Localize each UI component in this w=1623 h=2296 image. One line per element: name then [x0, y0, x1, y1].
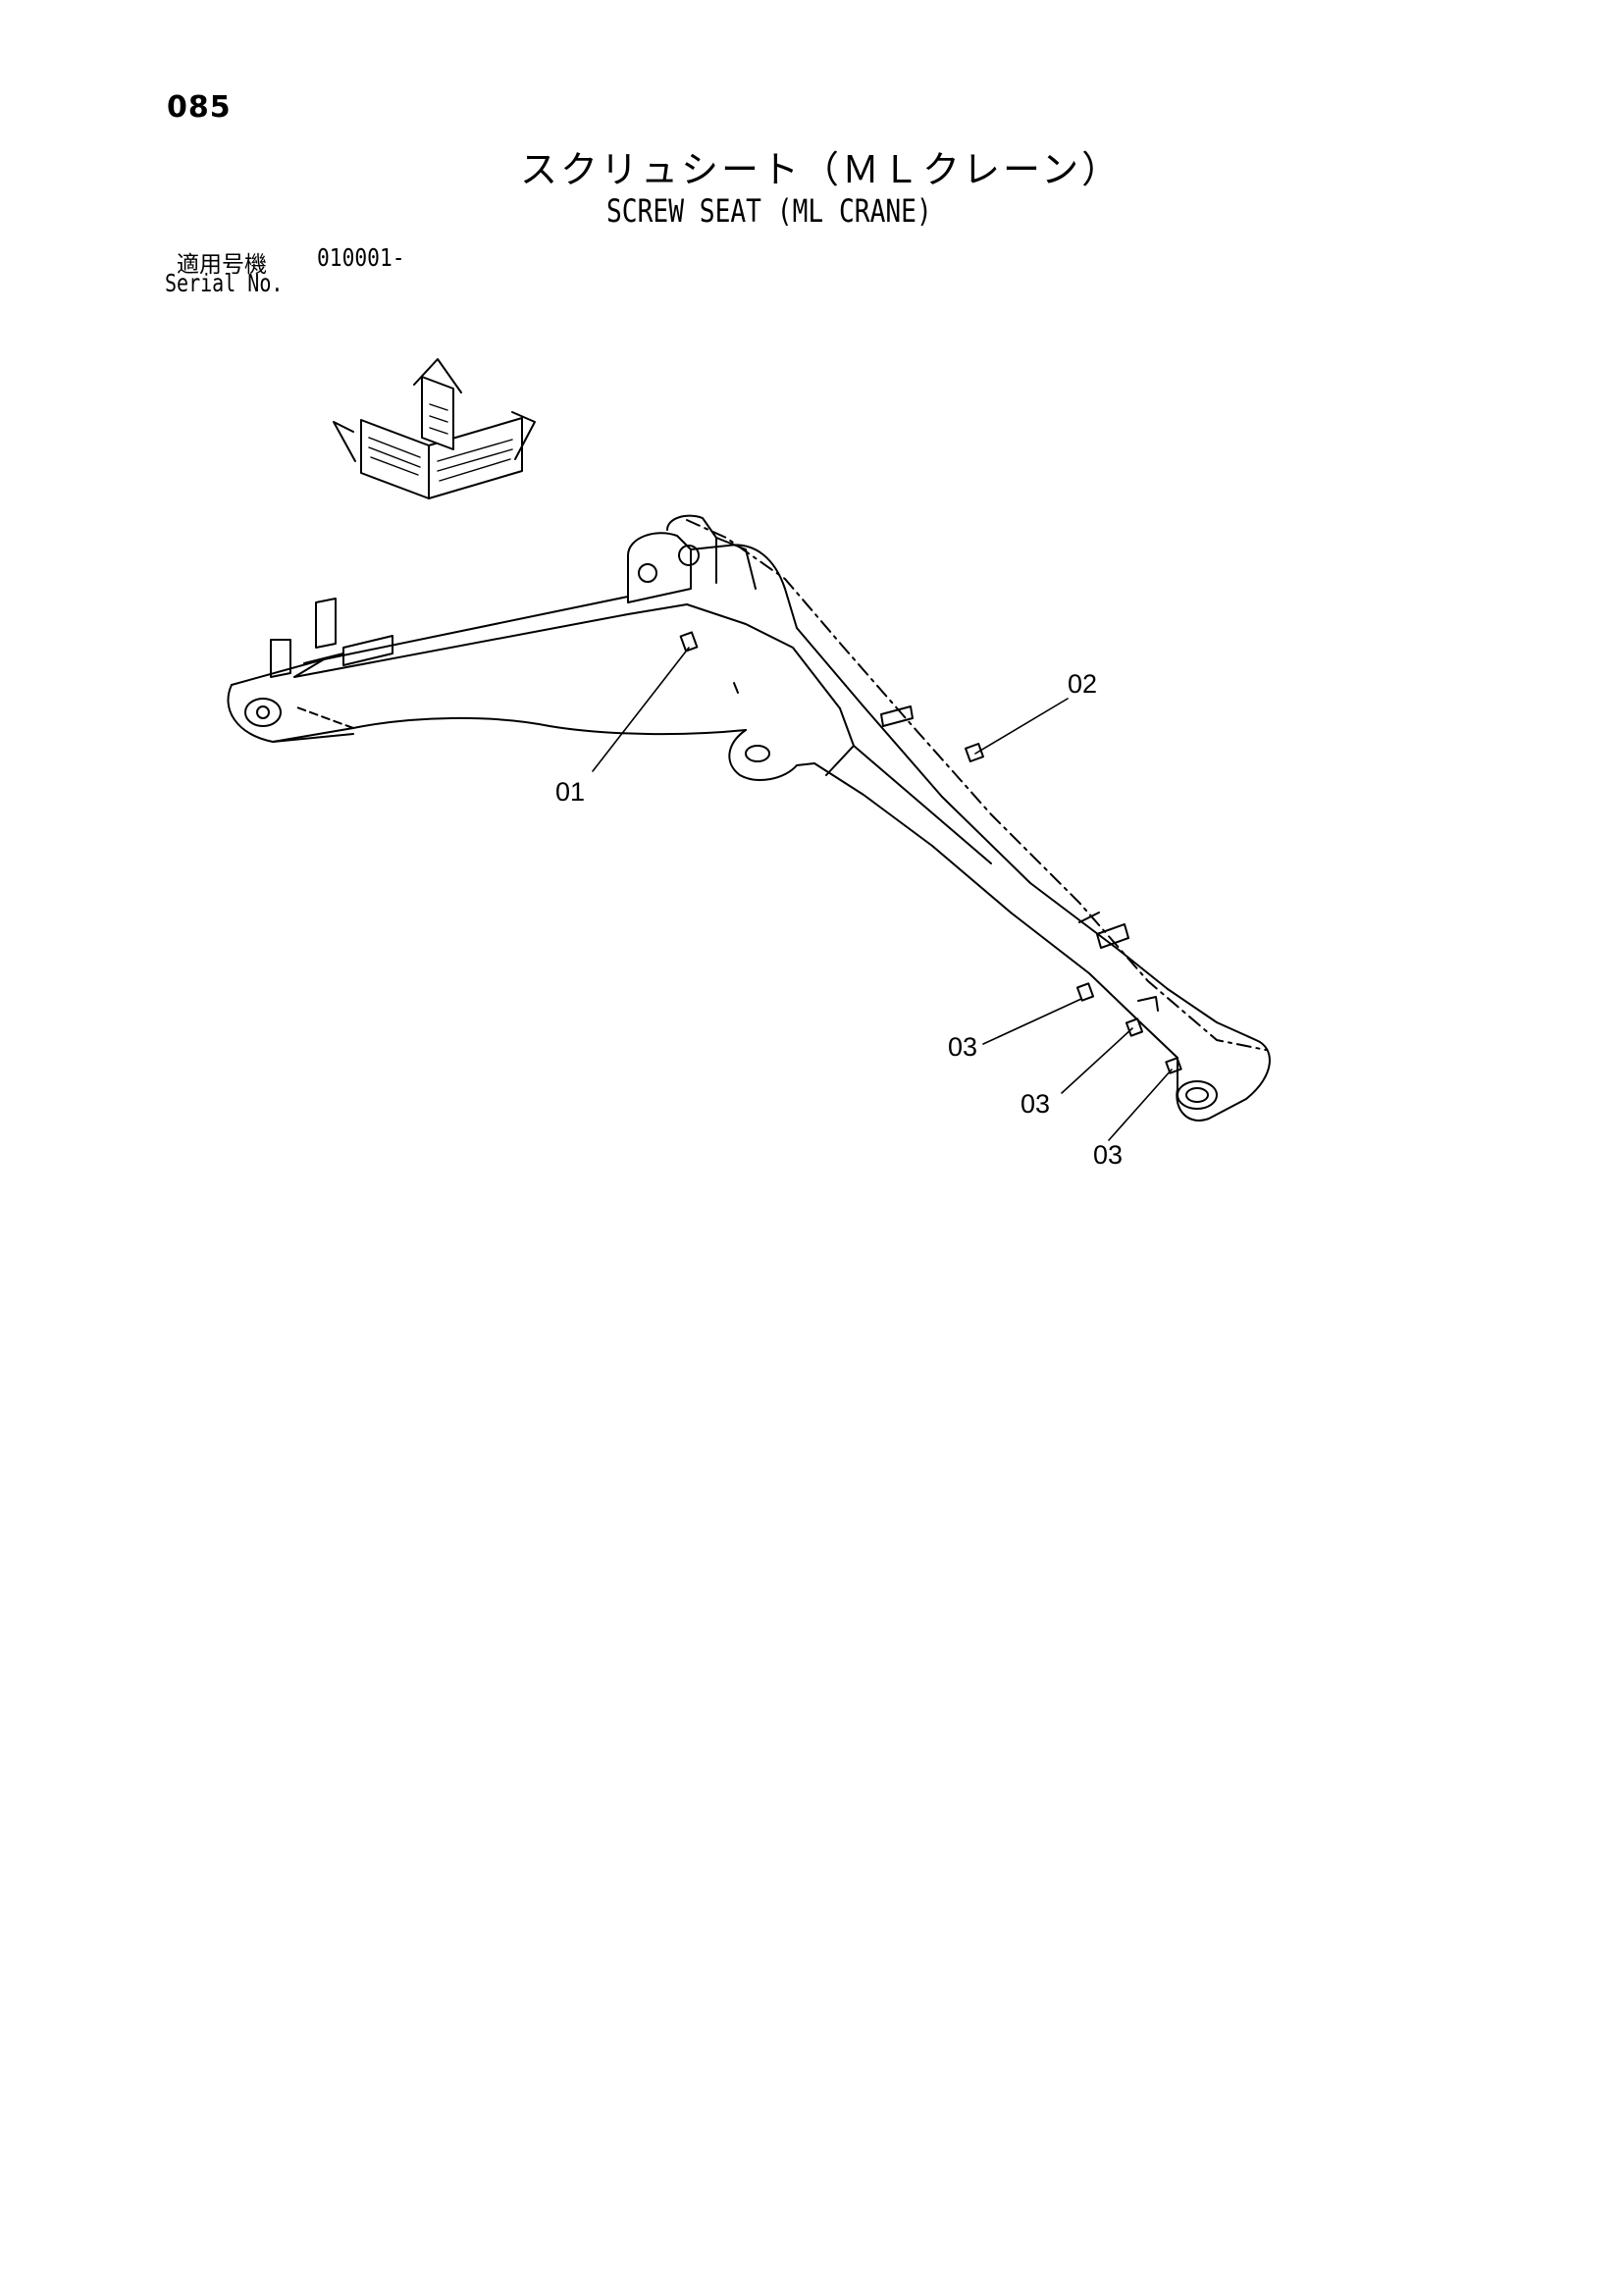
callout-03: 03	[1021, 1089, 1050, 1119]
screw-seat-03b-part	[1125, 1018, 1144, 1037]
callout-03: 03	[1093, 1140, 1123, 1170]
screw-seat-03a-part	[1075, 982, 1095, 1002]
orientation-icon	[333, 358, 536, 499]
screw-seat-02-part	[965, 743, 984, 762]
serial-label-english: Serial No.	[165, 269, 284, 297]
callout-02: 02	[1068, 669, 1097, 699]
page-number: 085	[167, 90, 232, 125]
screw-seat-parts	[679, 631, 1182, 1074]
screw-seat-01-part	[679, 631, 699, 652]
callout-labels: 01 02 03 03 03	[555, 669, 1123, 1170]
serial-label-japanese: 適用号機	[177, 252, 267, 278]
leader-lines	[592, 647, 1173, 1141]
boom-body	[227, 514, 1271, 1122]
title-english: SCREW SEAT (ML CRANE)	[606, 192, 932, 230]
serial-number-value: 010001-	[317, 243, 405, 272]
title-japanese: スクリュシート（ＭＬクレーン）	[520, 148, 1123, 191]
callout-01: 01	[555, 777, 585, 807]
callout-03: 03	[948, 1032, 977, 1062]
screw-seat-03c-part	[1165, 1057, 1182, 1074]
